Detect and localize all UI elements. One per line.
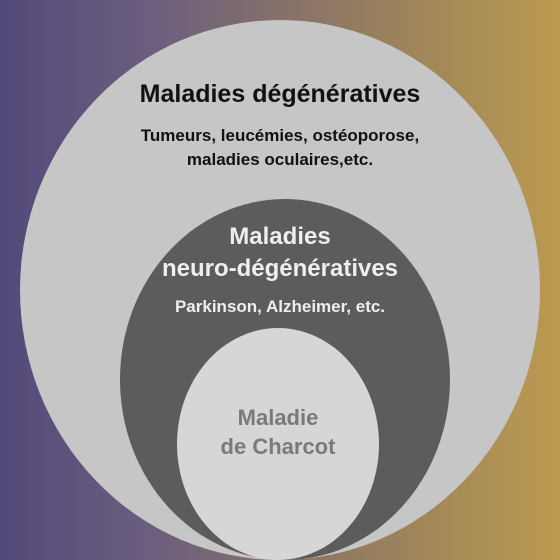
middle-title-line-2: neuro-dégénératives (161, 255, 399, 282)
middle-title-line-1: Maladies (229, 223, 331, 250)
outer-circle-examples: Tumeurs, leucémies, ostéoporose, maladie… (0, 124, 560, 172)
inner-title-line-1: Maladie (237, 405, 319, 430)
inner-circle-title: Maladie de Charcot (177, 403, 379, 461)
outer-examples-line-2: maladies oculaires,etc. (186, 150, 374, 169)
outer-circle-title: Maladies dégénératives (139, 80, 421, 108)
outer-examples-line-1: Tumeurs, leucémies, ostéoporose, (140, 126, 420, 145)
middle-circle-title: Maladies neuro-dégénératives (0, 221, 560, 285)
inner-circle-charcot-disease (177, 328, 379, 560)
middle-circle-examples: Parkinson, Alzheimer, etc. (174, 297, 386, 316)
inner-title-line-2: de Charcot (220, 434, 336, 459)
